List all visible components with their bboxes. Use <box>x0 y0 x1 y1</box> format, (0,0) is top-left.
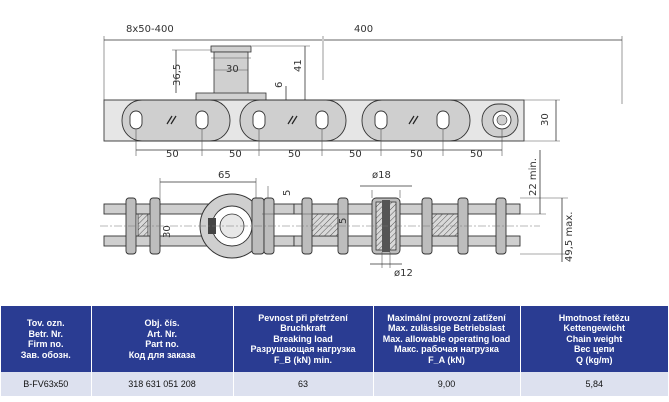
cell-firm-no: B-FV63x50 <box>1 372 92 396</box>
header-chain-weight: Hmotnost řetězu Kettengewicht Chain weig… <box>520 306 668 372</box>
pitch-label-4: 50 <box>349 149 362 160</box>
spec-header-row: Tov. ozn. Betr. Nr. Firm no. Зав. обозн.… <box>1 306 668 372</box>
spec-data-row: B-FV63x50 318 631 051 208 63 9,00 5,84 <box>1 372 668 396</box>
spec-table: Tov. ozn. Betr. Nr. Firm no. Зав. обозн.… <box>1 306 668 396</box>
roller-diameter-label: ø18 <box>372 170 391 181</box>
cell-part-no: 318 631 051 208 <box>91 372 234 396</box>
offset-label: 6 <box>274 82 285 88</box>
max-width-label: 49,5 max. <box>564 212 575 262</box>
attachment-width-label: 65 <box>218 170 231 181</box>
cell-operating-load: 9,00 <box>373 372 521 396</box>
pitch-label-2: 50 <box>229 149 242 160</box>
header-firm-no: Tov. ozn. Betr. Nr. Firm no. Зав. обозн. <box>1 306 92 372</box>
gap-label-b: 5 <box>338 218 349 224</box>
pitch-label-1: 50 <box>166 149 179 160</box>
pitch-label-3: 50 <box>288 149 301 160</box>
min-width-label: 22 min. <box>528 158 539 196</box>
plate-height-label: 30 <box>540 113 551 126</box>
cell-breaking-load: 63 <box>233 372 374 396</box>
cell-chain-weight: 5,84 <box>520 372 668 396</box>
header-operating-load: Maximální provozní zatížení Max. zulässi… <box>373 306 521 372</box>
pin-rise-label: 41 <box>293 59 304 72</box>
header-breaking-load: Pevnost při přetržení Bruchkraft Breakin… <box>233 306 374 372</box>
pitch-label-5: 50 <box>410 149 423 160</box>
overall-length-label: 400 <box>354 24 373 35</box>
gap-label-a: 5 <box>282 190 293 196</box>
header-part-no: Obj. čís. Art. Nr. Part no. Код для зака… <box>91 306 234 372</box>
top-view: 8x50-400 400 30 36,5 41 6 <box>103 24 623 160</box>
pin-height-label: 36,5 <box>172 64 183 86</box>
side-view: 65 5 5 30 <box>100 150 575 279</box>
pitch-count-label: 8x50-400 <box>126 24 174 35</box>
chain-drawing: 8x50-400 400 30 36,5 41 6 <box>100 24 623 279</box>
pitch-label-6: 50 <box>470 149 483 160</box>
side-30-label: 30 <box>162 225 173 238</box>
pin-diameter-label: ø12 <box>394 268 413 279</box>
pin-width-label: 30 <box>226 64 239 75</box>
